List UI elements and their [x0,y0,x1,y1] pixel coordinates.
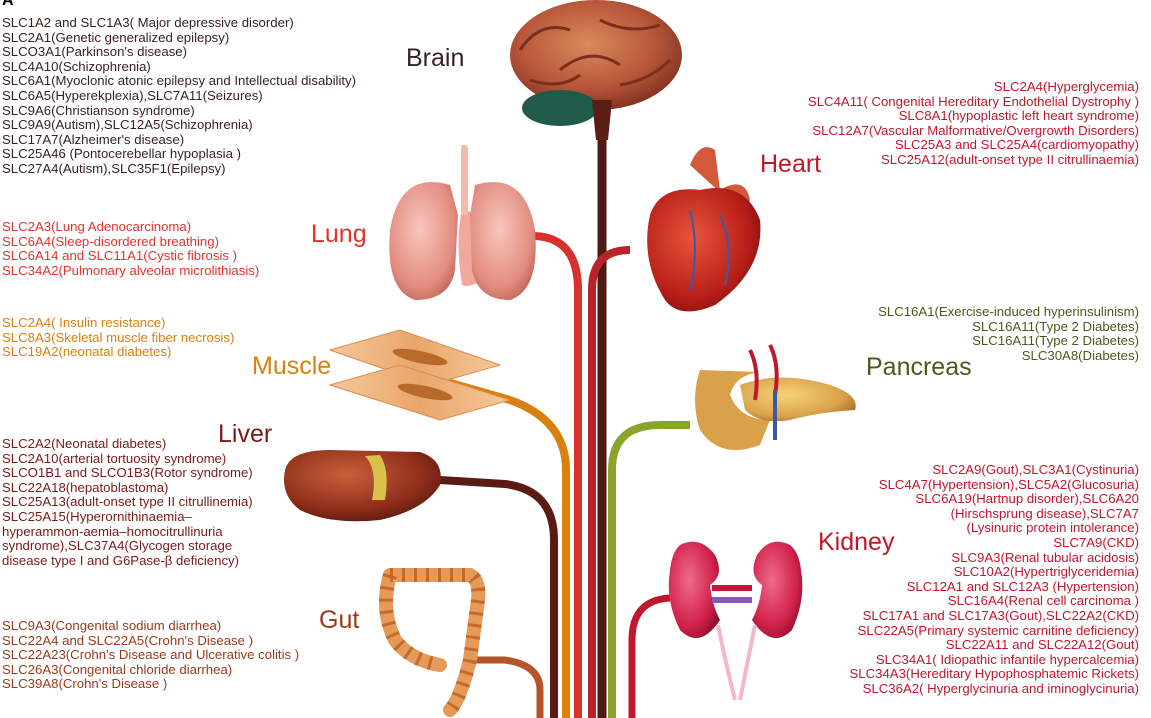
gene-disease-item: SLC12A1 and SLC12A3 (Hypertension) [906,578,1139,594]
gene-disease-item: SLC17A7(Alzheimer's disease) [2,131,185,147]
kidney-gene-list: SLC2A9(Gout),SLC3A1(Cystinuria)SLC4A7(Hy… [849,462,1140,697]
gene-disease-item: SLC2A3(Lung Adenocarcinoma) [2,219,192,234]
stem-liver [439,476,558,718]
gene-disease-item: SLC34A1( Idiopathic infantile hypercalce… [875,651,1139,667]
gene-disease-item: SLC27A4(Autism),SLC35F1(Epilepsy) [2,160,226,176]
gene-disease-item: SLC6A1(Myoclonic atonic epilepsy and Int… [2,73,357,89]
gene-disease-item: SLC6A5(Hyperekplexia),SLC7A11(Seizures) [2,87,263,103]
gene-disease-item: SLC2A4(Hyperglycemia) [993,79,1139,94]
gene-disease-item: hyperammon-aemia–homocitrullinuria [2,523,223,539]
gene-disease-item: SLC34A2(Pulmonary alveolar microlithiasi… [2,262,260,278]
gene-disease-item: SLC4A10(Schizophrenia) [2,58,151,74]
gene-disease-item: syndrome),SLC37A4(Glycogen storage [2,538,233,554]
gene-disease-item: SLC25A15(Hyperornithinaemia– [2,508,192,524]
gene-disease-item: SLC2A9(Gout),SLC3A1(Cystinuria) [932,462,1139,477]
heart-illustration [647,147,761,312]
gut-gene-list: SLC9A3(Congenital sodium diarrhea)SLC22A… [2,618,300,692]
gene-disease-item: SLCO3A1(Parkinson's disease) [2,44,188,60]
gene-disease-item: SLC36A2( Hyperglycinuria and iminoglycin… [862,680,1139,696]
gene-disease-item: SLC10A2(Hypertriglyceridemia) [953,564,1139,580]
gene-disease-item: SLC16A4(Renal cell carcinoma ) [947,593,1139,609]
gene-disease-item: SLC4A11( Congenital Hereditary Endotheli… [807,93,1139,109]
gene-disease-item: SLC9A9(Autism),SLC12A5(Schizophrenia) [2,117,253,133]
stem-gut [470,656,544,718]
gene-disease-item: SLC25A13(adult-onset type II citrullinem… [2,494,253,510]
pancreas-gene-list: SLC16A1(Exercise-induced hyperinsulinism… [878,304,1139,363]
muscle-illustration [328,329,512,421]
kidney-label: Kidney [818,528,895,556]
gene-disease-item: SLC8A3(Skeletal muscle fiber necrosis) [2,329,235,345]
trunk-stems [438,130,690,718]
stem-heart [588,246,631,718]
gene-disease-item: SLC25A46 (Pontocerebellar hypoplasia ) [2,146,241,162]
pancreas-label: Pancreas [866,353,972,381]
lung-gene-list: SLC2A3(Lung Adenocarcinoma)SLC6A4(Sleep-… [2,219,260,278]
gene-disease-item: SLC4A7(Hypertension),SLC5A2(Glucosuria) [878,476,1139,492]
gene-disease-item: (Lysinuric protein intolerance) [966,520,1140,536]
gene-disease-item: SLC6A14 and SLC11A1(Cystic fibrosis ) [2,248,238,264]
heart-gene-list: SLC2A4(Hyperglycemia)SLC4A11( Congenital… [807,79,1139,168]
gene-disease-item: SLC39A8(Crohn's Disease ) [2,676,168,692]
stem-muscle [438,376,570,718]
gene-disease-item: SLC26A3(Congenital chloride diarrhea) [2,661,233,677]
gene-disease-item: (Hirschsprung disease),SLC7A7 [950,505,1139,521]
pancreas-illustration [695,344,856,450]
gene-disease-item: SLC22A11 and SLC22A12(Gout) [945,637,1139,653]
kidney-illustration [668,541,803,701]
brain-gene-list: SLC1A2 and SLC1A3( Major depressive diso… [2,15,357,177]
liver-illustration [284,450,441,522]
stem-kidney [628,594,671,718]
gut-illustration [379,568,486,717]
gene-disease-item: SLC22A18(hepatoblastoma) [2,479,169,495]
gene-disease-item: SLC9A3(Renal tubular acidosis) [951,549,1139,565]
lung-illustration [389,145,536,300]
gene-disease-item: SLC22A23(Crohn's Disease and Ulcerative … [2,647,300,663]
gene-disease-item: SLC6A19(Hartnup disorder),SLC6A20 [915,491,1139,507]
gene-disease-item: SLC22A5(Primary systemic carnitine defic… [857,622,1139,638]
gene-disease-item: SLC2A1(Genetic generalized epilepsy) [2,29,230,45]
gene-disease-item: SLC9A3(Congenital sodium diarrhea) [2,618,222,633]
gene-disease-item: SLCO1B1 and SLCO1B3(Rotor syndrome) [2,465,253,481]
gene-disease-item: SLC6A4(Sleep-disordered breathing) [2,233,219,249]
gene-disease-item: SLC22A4 and SLC22A5(Crohn's Disease ) [2,632,254,648]
gene-disease-item: SLC16A11(Type 2 Diabetes) [972,318,1139,334]
stem-pancreas [608,421,690,718]
muscle-gene-list: SLC2A4( Insulin resistance)SLC8A3(Skelet… [2,315,235,360]
gene-disease-item: SLC2A2(Neonatal diabetes) [2,436,167,451]
lung-label: Lung [311,220,367,248]
gene-disease-item: SLC2A10(arterial tortuosity syndrome) [2,450,227,466]
gene-disease-item: disease type I and G6Pase-β deficiency) [2,552,240,568]
gene-disease-item: SLC25A12(adult-onset type II citrullinae… [880,151,1139,167]
gene-disease-item: SLC19A2(neonatal diabetes) [2,344,172,360]
gene-disease-item: SLC2A4( Insulin resistance) [2,315,166,330]
gene-disease-item: SLC34A3(Hereditary Hypophosphatemic Rick… [849,666,1139,682]
gene-disease-item: SLC17A1 and SLC17A3(Gout),SLC22A2(CKD) [862,607,1139,623]
gene-disease-item: SLC25A3 and SLC25A4(cardiomyopathy) [894,137,1139,153]
panel-label: A [2,0,14,9]
gene-disease-item: SLC1A2 and SLC1A3( Major depressive diso… [2,15,294,30]
gene-disease-item: SLC7A9(CKD) [1053,534,1139,550]
liver-gene-list: SLC2A2(Neonatal diabetes)SLC2A10(arteria… [2,436,253,568]
gut-label: Gut [319,606,360,634]
liver-label: Liver [218,420,273,448]
gene-disease-item: SLC12A7(Vascular Malformative/Overgrowth… [812,122,1139,138]
gene-disease-item: SLC30A8(Diabetes) [1021,347,1139,363]
gene-disease-item: SLC16A11(Type 2 Diabetes) [972,333,1139,349]
heart-label: Heart [760,150,822,178]
stem-lung [534,232,582,718]
brain-label: Brain [406,44,465,72]
gene-disease-item: SLC8A1(hypoplastic left heart syndrome) [898,108,1139,124]
gene-disease-item: SLC16A1(Exercise-induced hyperinsulinism… [878,304,1139,319]
gene-disease-item: SLC9A6(Christianson syndrome) [2,102,195,118]
muscle-label: Muscle [252,352,332,380]
brain-illustration [510,0,682,140]
